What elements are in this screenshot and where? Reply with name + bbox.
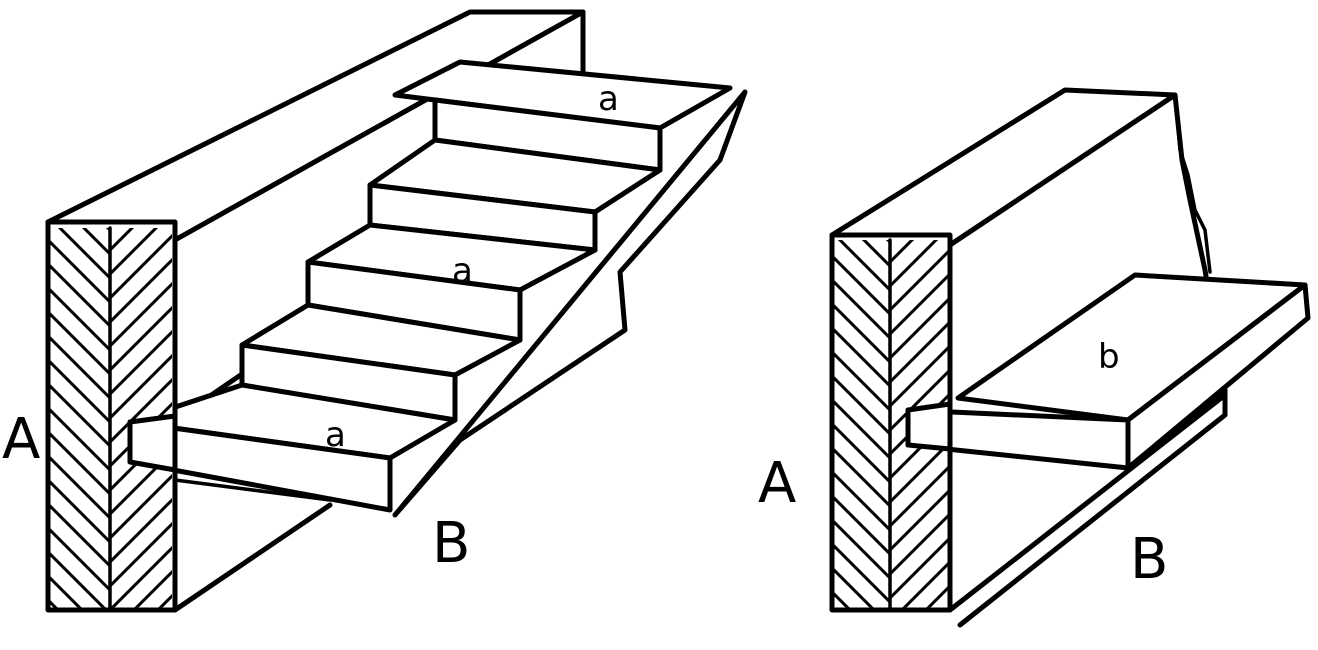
left-wall-hatch-left: [50, 228, 110, 608]
left-label-a: A: [2, 407, 40, 472]
left-stair-soffit: [392, 89, 748, 518]
left-step-label-1: a: [598, 79, 619, 119]
left-step-label-2: a: [452, 251, 473, 291]
right-wall-hatch-left: [834, 240, 890, 608]
right-step-tail: [905, 401, 953, 452]
right-label-a: A: [758, 451, 796, 516]
right-figure: A B b: [758, 87, 1311, 628]
left-step-bottom-shadow: [173, 478, 332, 502]
left-step-tail: [127, 413, 178, 473]
left-label-b: B: [432, 511, 470, 576]
left-steps: [127, 59, 733, 513]
right-wall-broken-edge: [1173, 93, 1212, 274]
right-step-label: b: [1098, 337, 1120, 377]
right-step-lower-edge: [957, 387, 1228, 628]
right-label-b: B: [1130, 527, 1168, 592]
left-wall-base-edge: [172, 502, 333, 613]
left-step-label-3: a: [325, 415, 346, 455]
left-figure: A B a a a: [2, 9, 748, 613]
